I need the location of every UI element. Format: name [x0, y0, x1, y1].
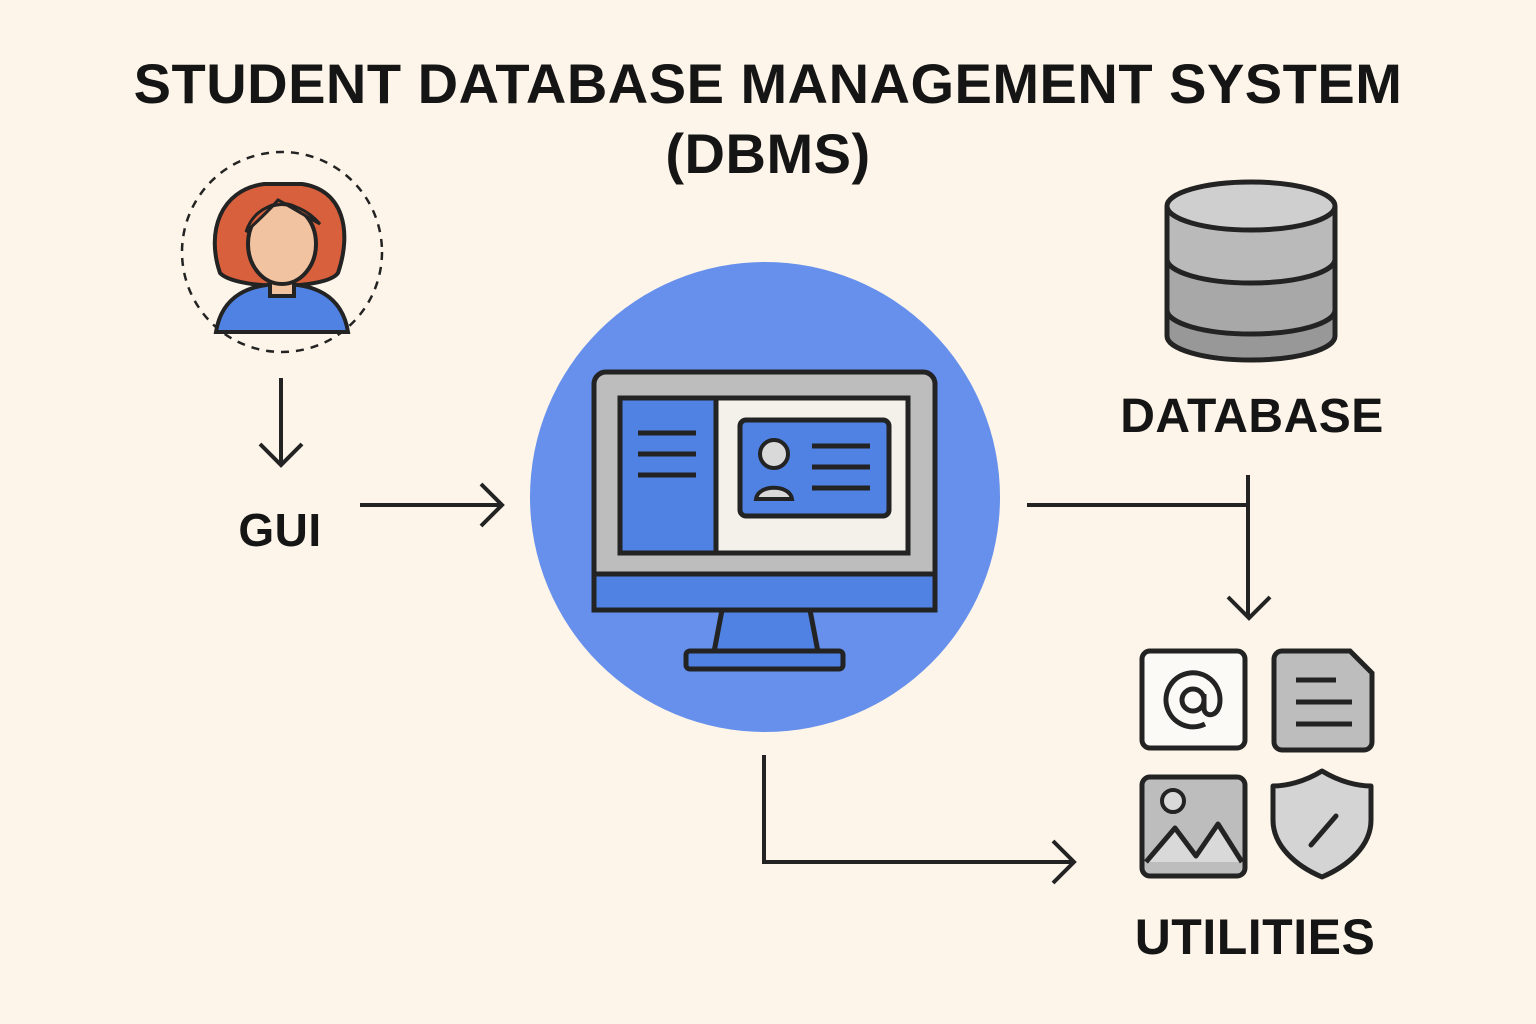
arrow-user-to-gui — [258, 378, 304, 468]
computer-monitor-icon — [530, 262, 1000, 732]
document-icon — [1271, 648, 1375, 753]
shield-icon — [1270, 768, 1374, 880]
user-avatar-icon — [180, 150, 384, 354]
image-icon — [1139, 774, 1248, 879]
arrow-computer-to-utilities-lower — [762, 755, 1077, 885]
arrow-computer-to-utilities-upper — [1027, 475, 1272, 621]
database-cylinder-icon — [1164, 179, 1338, 363]
database-label: DATABASE — [1120, 390, 1384, 443]
utilities-label: UTILITIES — [1134, 909, 1376, 965]
gui-label: GUI — [238, 504, 322, 556]
diagram-subtitle: (DBMS) — [665, 122, 871, 185]
arrow-gui-to-computer — [360, 482, 505, 528]
diagram-title: STUDENT DATABASE MANAGEMENT SYSTEM — [133, 52, 1403, 115]
email-icon — [1139, 648, 1248, 751]
